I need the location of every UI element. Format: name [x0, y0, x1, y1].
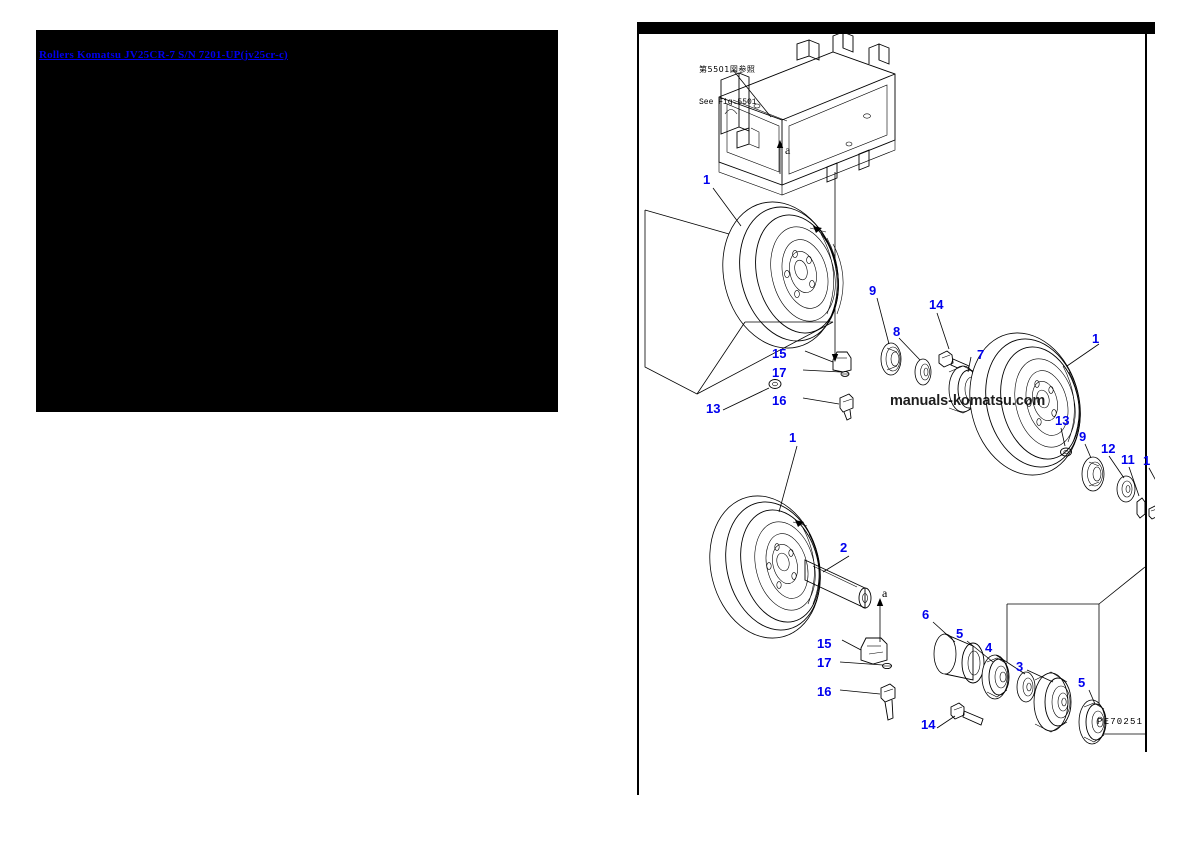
figure-reference-jp: 第5501図参照 — [699, 65, 756, 74]
lead-15-upper — [804, 350, 834, 363]
figure-reference-block: 第5501図参照 See Fig.5501 — [699, 42, 757, 130]
lead-1-lower — [778, 445, 798, 513]
callout-number: 14 — [929, 297, 944, 312]
section-mark: a — [882, 586, 888, 600]
lead-12-right — [1108, 455, 1125, 479]
callout-number: 17 — [772, 365, 787, 380]
callout-number: 7 — [977, 347, 985, 362]
lead-8-upper — [898, 337, 921, 361]
page-code-label: PE70251 — [1097, 717, 1144, 727]
bearing-9-upper — [880, 342, 902, 376]
bearing-5-second — [1078, 699, 1107, 745]
callout-number: 1 — [1143, 453, 1151, 468]
callout-number: 9 — [1079, 429, 1087, 444]
callout-number: 5 — [1078, 675, 1086, 690]
callout-number: 12 — [1101, 441, 1116, 456]
callout-number: 16 — [817, 684, 832, 699]
projection-box-left — [644, 210, 746, 395]
callout-number: 4 — [985, 640, 993, 655]
seal-8-upper — [914, 358, 932, 386]
document-link[interactable]: Rollers Komatsu JV25CR-7 S/N 7201-UP(jv2… — [39, 49, 288, 61]
callout-number: 13 — [1055, 413, 1070, 428]
lead-9-right — [1084, 443, 1092, 459]
pin-17-lower — [882, 662, 892, 670]
clamp-15-upper — [832, 351, 852, 373]
callout-number: 1 — [703, 172, 711, 187]
collar-6 — [933, 633, 985, 684]
pin-17-upper — [840, 371, 850, 377]
section-mark: a — [785, 143, 791, 157]
lead-14-lower — [936, 715, 956, 729]
lead-17-upper — [802, 369, 842, 373]
key-11-right — [1136, 497, 1146, 519]
callout-number: 1 — [789, 430, 797, 445]
parts-drawing-svg — [644, 31, 1184, 745]
callout-number: 9 — [869, 283, 877, 298]
thumbnail-panel: Rollers Komatsu JV25CR-7 S/N 7201-UP(jv2… — [36, 30, 558, 412]
lead-16-upper — [802, 397, 840, 405]
figure-reference-en: See Fig.5501 — [699, 98, 757, 107]
lead-3 — [1026, 669, 1054, 683]
callout-number: 16 — [772, 393, 787, 408]
bolt-1-right — [1148, 505, 1184, 529]
lead-11-right — [1128, 466, 1140, 497]
callout-number: 14 — [921, 717, 936, 732]
diagram-artwork — [637, 22, 1184, 797]
lead-5-second — [1088, 689, 1096, 705]
callout-number: 13 — [706, 401, 721, 416]
nut-13-right — [1060, 447, 1072, 457]
diagram-top-bar — [637, 22, 1155, 34]
hub-3 — [1033, 671, 1072, 733]
bearing-9-right — [1081, 456, 1105, 492]
washer-12-right — [1116, 475, 1136, 503]
lead-14-upper — [936, 312, 950, 350]
lead-2 — [822, 555, 850, 573]
bolt-14-lower — [950, 702, 984, 726]
lead-1-upper — [712, 187, 742, 227]
lead-15-lower — [841, 639, 862, 651]
diagram-right-border — [1145, 34, 1147, 752]
callout-number: 8 — [893, 324, 901, 339]
lead-13-upper — [722, 387, 770, 411]
lead-7-upper — [967, 356, 972, 373]
bolt-16-upper — [839, 393, 854, 421]
bearing-5-first — [981, 654, 1010, 700]
callout-number: 2 — [840, 540, 848, 555]
lead-figref — [732, 69, 772, 118]
wheel-upper-left — [722, 201, 844, 349]
wheel-upper-right — [969, 332, 1081, 476]
clamp-15-lower — [860, 637, 888, 665]
lead-17-lower — [839, 661, 884, 666]
callout-number: 1 — [1092, 331, 1100, 346]
wheel-lower — [709, 495, 821, 639]
callout-number: 15 — [817, 636, 832, 651]
shaft-2 — [804, 559, 872, 609]
bracket-frame-assembly — [718, 31, 896, 196]
bolt-16-lower — [880, 683, 896, 721]
callout-number: 3 — [1016, 659, 1024, 674]
lead-1-bolt-right — [1148, 467, 1172, 509]
diagram-left-border — [637, 34, 639, 795]
lead-16-lower — [839, 689, 881, 695]
callout-number: 15 — [772, 346, 787, 361]
projection-box-right — [1007, 603, 1145, 735]
lead-1-right — [1066, 343, 1100, 367]
watermark-text: manuals-komatsu.com — [890, 393, 1046, 409]
callout-number: 6 — [922, 607, 930, 622]
callout-number: 17 — [817, 655, 832, 670]
callout-number: 11 — [1121, 452, 1135, 467]
lead-4 — [995, 654, 1026, 675]
parts-diagram-panel: 第5501図参照 See Fig.5501 manuals-komatsu.co… — [637, 22, 1184, 797]
lead-6 — [932, 621, 956, 643]
section-arrow-a-top-head — [776, 140, 784, 148]
lead-13-right — [1060, 427, 1066, 447]
lead-5-first — [966, 640, 994, 663]
nut-13-upper — [768, 379, 782, 389]
washer-4 — [1016, 671, 1036, 703]
lead-9-upper — [876, 297, 890, 345]
callout-number: 5 — [956, 626, 964, 641]
